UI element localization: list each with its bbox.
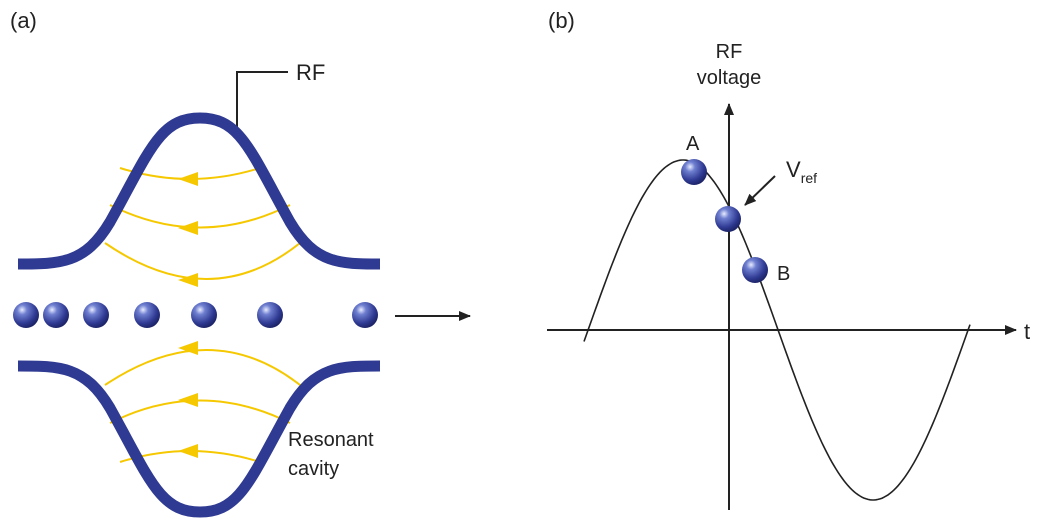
x-axis-label: t — [1024, 319, 1030, 344]
cavity-wall-lower — [17, 360, 381, 518]
vref-main: V — [786, 157, 801, 182]
field-arrow-icon — [178, 393, 198, 407]
field-arrow-icon — [178, 341, 198, 355]
particle-sphere-icon — [257, 302, 283, 328]
point-a-label: A — [686, 133, 700, 155]
rf-leader-line — [236, 71, 288, 129]
particle-sphere-icon — [13, 302, 39, 328]
field-arrow-icon — [178, 221, 198, 235]
y-axis-label-line1: RF — [716, 41, 743, 63]
panel-a-tag: (a) — [10, 8, 37, 33]
cavity-label-line2: cavity — [288, 458, 339, 480]
y-axis-label-line2: voltage — [697, 67, 762, 89]
particle-bunch — [13, 302, 378, 328]
particle-sphere-icon — [43, 302, 69, 328]
particle-sphere-icon — [191, 302, 217, 328]
field-line — [104, 349, 301, 386]
field-arrow-icon — [178, 172, 198, 186]
field-arrows-lower — [178, 341, 198, 458]
field-arrow-icon — [178, 444, 198, 458]
vref-subscript: ref — [801, 170, 817, 186]
field-line — [109, 399, 291, 424]
particle-sphere-icon — [352, 302, 378, 328]
panel-b: (b) RF voltage t A B Vref — [547, 8, 1030, 510]
particle-sphere-icon — [134, 302, 160, 328]
particle-sphere-icon — [83, 302, 109, 328]
field-line — [109, 204, 291, 229]
panel-b-tag: (b) — [548, 8, 575, 33]
rf-label: RF — [296, 60, 325, 85]
particle-b — [742, 257, 768, 283]
cavity-label-line1: Resonant — [288, 429, 374, 451]
field-arrow-icon — [178, 273, 198, 287]
field-line — [104, 242, 301, 280]
vref-pointer-arrow — [744, 175, 776, 206]
point-b-label: B — [777, 263, 790, 285]
panel-a: (a) RF — [10, 8, 471, 518]
particle-a — [681, 159, 707, 185]
rf-voltage-curve — [583, 159, 971, 501]
cavity-wall-upper — [17, 112, 381, 270]
particle-reference — [715, 206, 741, 232]
vref-label: Vref — [786, 157, 817, 186]
field-arrows-upper — [178, 172, 198, 287]
